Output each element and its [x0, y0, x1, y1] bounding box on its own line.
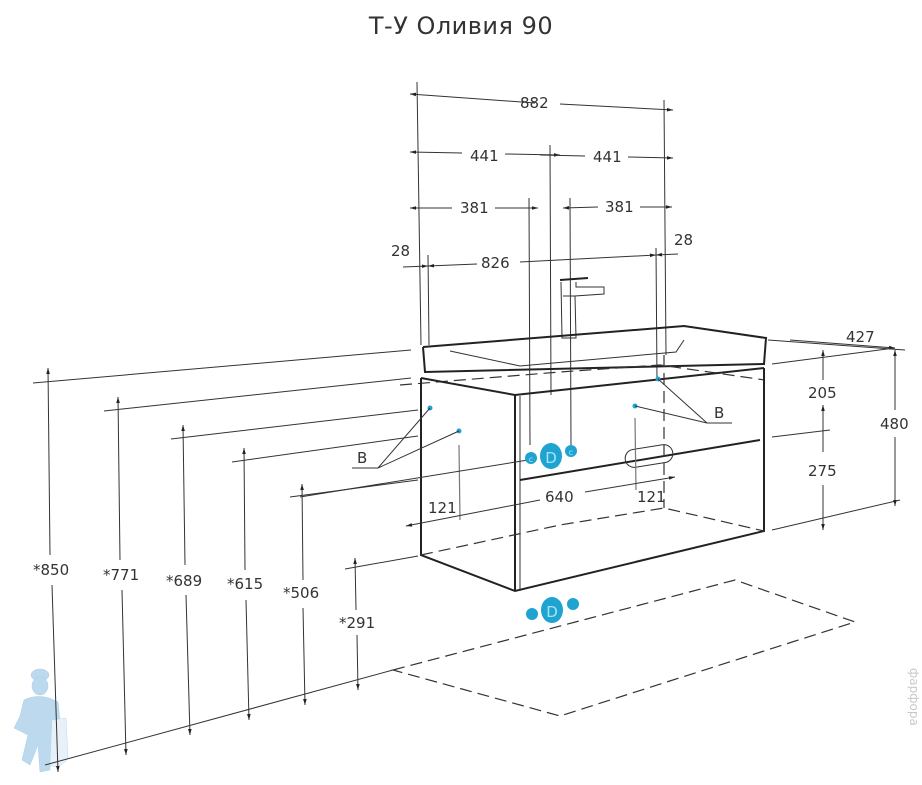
- front-dimension-lines: [405, 476, 676, 527]
- dim-height-689: *689: [166, 572, 202, 590]
- drain-icon: [540, 443, 562, 469]
- drawer-handle: [624, 444, 674, 468]
- floor-outline: [44, 579, 857, 766]
- plumber-mascot-icon: [13, 668, 69, 773]
- top-dimension-lines: [402, 81, 679, 446]
- svg-text:c: c: [529, 455, 533, 464]
- height-dimension-lines: [32, 349, 419, 773]
- hot-water-icon: [565, 445, 577, 457]
- dim-inner-width: 826: [481, 254, 510, 272]
- faucet-icon: [559, 277, 605, 339]
- dim-total-height: 480: [880, 415, 909, 433]
- dim-top-drawer: 205: [808, 384, 837, 402]
- dim-depth: 427: [846, 328, 875, 346]
- dim-half-right: 441: [593, 148, 622, 166]
- basin: [399, 324, 768, 386]
- dim-height-771: *771: [103, 566, 139, 584]
- svg-text:D: D: [546, 603, 558, 621]
- watermark-text: фарфора: [907, 668, 921, 726]
- label-mount-right: B: [714, 404, 724, 422]
- dim-offset-right: 381: [605, 198, 634, 216]
- dim-bottom-drawer: 275: [808, 462, 837, 480]
- cabinet: [420, 355, 765, 593]
- dim-mount-spacing: 640: [545, 488, 574, 506]
- right-dimension-lines: [767, 339, 906, 531]
- cold-water-icon: [525, 452, 537, 464]
- dim-height-291: *291: [339, 614, 375, 632]
- dim-height-506: *506: [283, 584, 319, 602]
- svg-text:D: D: [545, 449, 557, 467]
- svg-text:c: c: [569, 448, 573, 457]
- dim-side-left: 28: [391, 242, 410, 260]
- dim-height-850: *850: [33, 561, 69, 579]
- label-mount-left: B: [357, 449, 367, 467]
- dim-mount-offset-left: 121: [428, 499, 457, 517]
- dim-half-left: 441: [470, 147, 499, 165]
- dim-mount-offset-right: 121: [637, 488, 666, 506]
- dim-offset-left: 381: [460, 199, 489, 217]
- drawing-title: Т-У Оливия 90: [368, 12, 554, 40]
- dim-height-615: *615: [227, 575, 263, 593]
- wall-connections: c D c: [299, 443, 577, 498]
- floor-connections: D: [526, 597, 579, 623]
- dim-overall-width: 882: [520, 94, 549, 112]
- mounting-points: [352, 376, 732, 521]
- dim-side-right: 28: [674, 231, 693, 249]
